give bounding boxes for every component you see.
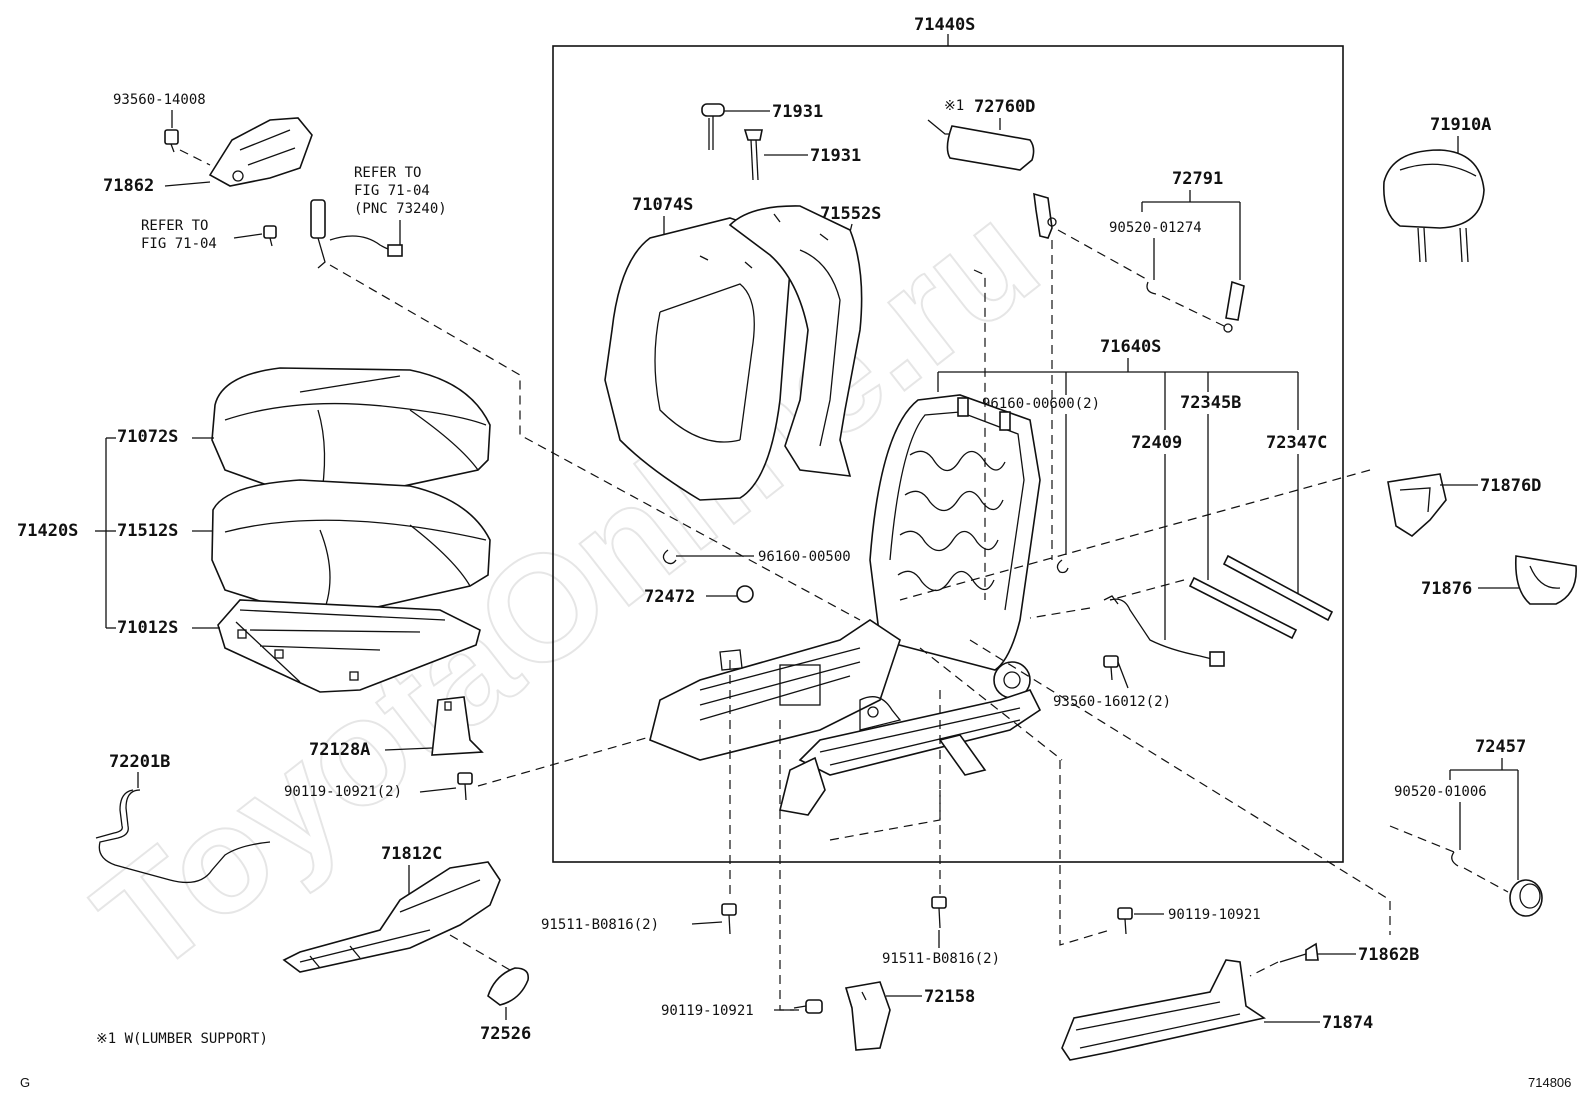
bolt-93560-14008	[164, 129, 179, 153]
bolt-93560-16012	[1103, 655, 1119, 681]
label-72760D[interactable]: 72760D	[974, 97, 1035, 117]
label-72347C[interactable]: 72347C	[1266, 433, 1327, 453]
wire-72201B	[98, 789, 271, 884]
cover-71812C	[282, 861, 501, 973]
label-71862B[interactable]: 71862B	[1358, 945, 1419, 965]
label-72791[interactable]: 72791	[1172, 169, 1223, 189]
label-93560-16012[interactable]: 93560-16012(2)	[1053, 694, 1171, 710]
cover-71874	[1061, 959, 1267, 1061]
cover-71876D	[1387, 473, 1447, 537]
label-90520-01006[interactable]: 90520-01006	[1394, 784, 1487, 800]
lumbar-support-72760D	[927, 119, 1057, 239]
cap-72472	[736, 585, 754, 603]
bolt-90119-10921-b	[793, 999, 823, 1014]
seatback-pad-71552S	[728, 205, 863, 477]
headrest-71910A	[1383, 149, 1485, 263]
label-refer-1c: (PNC 73240)	[354, 201, 447, 217]
label-71862[interactable]: 71862	[103, 176, 154, 196]
label-72201B[interactable]: 72201B	[109, 752, 170, 772]
cushion-pad-71512S	[211, 479, 491, 621]
label-96160-00600[interactable]: 96160-00600(2)	[982, 396, 1100, 412]
label-71012S[interactable]: 71012S	[117, 618, 178, 638]
label-71910A[interactable]: 71910A	[1430, 115, 1491, 135]
bolt-91511-B0816-a	[721, 903, 737, 935]
label-71512S[interactable]: 71512S	[117, 521, 178, 541]
label-90119-10921-a[interactable]: 90119-10921	[1168, 907, 1261, 923]
label-72158[interactable]: 72158	[924, 987, 975, 1007]
label-72526[interactable]: 72526	[480, 1024, 531, 1044]
label-72760D-mark: ※1	[944, 98, 964, 114]
label-72345B[interactable]: 72345B	[1180, 393, 1241, 413]
footnote: ※1 W(LUMBER SUPPORT)	[96, 1031, 268, 1047]
knob-72457	[1509, 879, 1543, 917]
label-91511-B0816-b[interactable]: 91511-B0816(2)	[882, 951, 1000, 967]
label-71876D[interactable]: 71876D	[1480, 476, 1541, 496]
label-71931-b[interactable]: 71931	[810, 146, 861, 166]
label-refer-1b: FIG 71-04	[354, 183, 430, 199]
label-71552S[interactable]: 71552S	[820, 204, 881, 224]
cable-72409	[1103, 595, 1225, 667]
pin-71931-b	[743, 129, 763, 181]
diagram-number: 714806	[1528, 1075, 1571, 1090]
label-71074S[interactable]: 71074S	[632, 195, 693, 215]
label-90119-10921-b[interactable]: 90119-10921	[661, 1003, 754, 1019]
lever-72791	[1223, 280, 1245, 333]
cover-71862	[208, 117, 313, 187]
label-refer-1: REFER TO	[354, 165, 421, 181]
label-71931-a[interactable]: 71931	[772, 102, 823, 122]
label-72457[interactable]: 72457	[1475, 737, 1526, 757]
bolt-91511-B0816-b	[931, 896, 947, 929]
seatback-cover-71074S	[604, 217, 791, 501]
corner-code-left: G	[20, 1075, 30, 1090]
seatback-frame-71640S	[869, 394, 1041, 699]
knob-72526	[487, 967, 530, 1006]
label-72128A[interactable]: 72128A	[309, 740, 370, 760]
bolt-90119-10921-a	[1117, 907, 1133, 935]
bracket-72158	[844, 981, 891, 1051]
cover-71876	[1514, 555, 1577, 605]
label-90520-01274[interactable]: 90520-01274	[1109, 220, 1202, 236]
seat-belt-buckle	[310, 199, 403, 269]
bracket-72128A	[431, 696, 484, 756]
label-71812C[interactable]: 71812C	[381, 844, 442, 864]
cushion-frame-71012S	[217, 599, 481, 693]
label-refer-2: REFER TO	[141, 218, 208, 234]
label-90119-10921-2[interactable]: 90119-10921(2)	[284, 784, 402, 800]
label-71876[interactable]: 71876	[1421, 579, 1472, 599]
rod-72347C	[1222, 554, 1334, 622]
bolt-90119-10921-2	[457, 772, 473, 801]
label-93560-14008[interactable]: 93560-14008	[113, 92, 206, 108]
screw-71862B	[1279, 942, 1319, 963]
label-71420S[interactable]: 71420S	[17, 521, 78, 541]
label-72472[interactable]: 72472	[644, 587, 695, 607]
label-72409[interactable]: 72409	[1131, 433, 1182, 453]
seat-track-assembly	[649, 619, 1042, 816]
bolt-refer	[263, 225, 277, 247]
label-71874[interactable]: 71874	[1322, 1013, 1373, 1033]
cushion-cover-71072S	[211, 367, 491, 505]
label-91511-B0816-a[interactable]: 91511-B0816(2)	[541, 917, 659, 933]
label-71440S[interactable]: 71440S	[914, 15, 975, 35]
clip-96160-00600	[1056, 559, 1069, 574]
rod-72345B	[1188, 576, 1298, 640]
label-71072S[interactable]: 71072S	[117, 427, 178, 447]
label-refer-2b: FIG 71-04	[141, 236, 217, 252]
clip-90520-01274	[1146, 281, 1157, 295]
clip-90520-01006	[1451, 851, 1459, 867]
pin-71931-a	[701, 103, 725, 150]
label-96160-00500[interactable]: 96160-00500	[758, 549, 851, 565]
clip-96160-00500	[662, 549, 677, 565]
label-71640S[interactable]: 71640S	[1100, 337, 1161, 357]
